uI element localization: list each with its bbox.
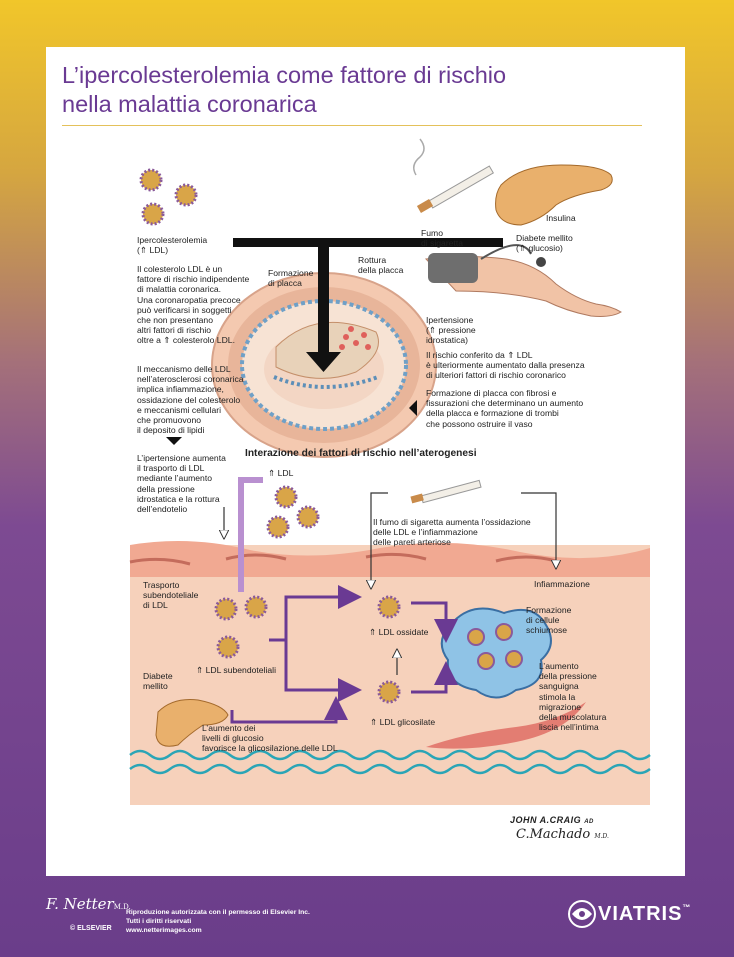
- label-ipercolesterolemia: Ipercolesterolemia (⇑ LDL): [137, 235, 208, 256]
- smoking-to-ldl-arrow: [371, 492, 388, 587]
- atherogenesis-illustration: [129, 138, 651, 805]
- down-pointer-icon: [166, 437, 182, 445]
- ldl-particles-icon: [139, 168, 198, 226]
- label-ldl-subendoteliali: ⇑ LDL subendoteliali: [196, 665, 276, 675]
- title-line-2: nella malattia coronarica: [62, 91, 317, 117]
- label-aumento-pressione: L’aumento della pressione sanguigna stim…: [539, 661, 607, 733]
- label-ldl-up: ⇑ LDL: [268, 468, 294, 478]
- label-ldl-description: Il colesterolo LDL è un fattore di risch…: [137, 264, 250, 346]
- label-cellule-schiumose: Formazione di cellule schiumose: [526, 605, 572, 636]
- label-diabete: Diabete mellito (⇑ glucosio): [516, 233, 573, 254]
- viatris-logo-icon: [568, 900, 596, 928]
- label-diabete-mellito: Diabete mellito: [143, 671, 173, 692]
- cigarette-lower-icon: [410, 479, 482, 504]
- risk-convergence-arrow: [233, 238, 503, 372]
- label-meccanismo: Il meccanismo delle LDL nell’aterosclero…: [137, 364, 244, 436]
- label-formazione-placca: Formazione di placca: [268, 268, 314, 289]
- label-aumento-glucosio: L’aumento dei livelli di glucosio favori…: [202, 723, 338, 754]
- vessel-wall-illustration: [129, 541, 651, 805]
- foam-cell-icon: [440, 607, 552, 699]
- section-heading-interazione: Interazione dei fattori di rischio nell’…: [245, 448, 477, 459]
- smoking-to-inflammation-arrow: [521, 492, 556, 567]
- artist-signature-machado: C.Machado M.D.: [516, 827, 609, 842]
- pancreas-lower-icon: [155, 699, 229, 747]
- label-trasporto: Trasporto subendoteliale di LDL: [143, 580, 199, 611]
- label-formazione-fibrosi: Formazione di placca con fibrosi e fissu…: [426, 388, 584, 429]
- label-insulina: Insulina: [546, 213, 576, 223]
- artist-signature-craig: JOHN A.CRAIG AD: [510, 815, 594, 825]
- label-fumo: Fumo di sigaretta: [421, 228, 464, 249]
- elsevier-logo: © ELSEVIER: [70, 925, 112, 932]
- page-title: L’ipercolesterolemia come fattore di ris…: [62, 61, 662, 119]
- title-line-1: L’ipercolesterolemia come fattore di ris…: [62, 62, 507, 88]
- label-ldl-glicosilate: ⇑ LDL glicosilate: [370, 717, 436, 727]
- title-divider: [62, 125, 642, 126]
- blood-pressure-cuff-icon: [424, 244, 622, 317]
- ldl-cluster-icon: [214, 485, 401, 704]
- pathway-arrows: [230, 477, 458, 724]
- pancreas-icon: [495, 164, 613, 226]
- label-ipertensione-aumenta: L’ipertensione aumenta il trasporto di L…: [137, 453, 226, 515]
- left-pointer-icon: [409, 400, 417, 416]
- label-rottura-placca: Rottura della placca: [358, 255, 404, 276]
- label-infiammazione: Infiammazione: [534, 579, 590, 589]
- netter-logo: F. NetterM.D.: [46, 895, 131, 913]
- viatris-logo-text: VIATRIS™: [598, 903, 692, 925]
- label-rischio-conferito: Il rischio conferito da ⇑ LDL è ulterior…: [426, 350, 585, 381]
- label-fumo-aumenta: Il fumo di sigaretta aumenta l’ossidazio…: [373, 517, 531, 548]
- label-ipertensione: Ipertensione (⇑ pressione idrostatica): [426, 315, 476, 346]
- poster-card: L’ipercolesterolemia come fattore di ris…: [46, 47, 685, 876]
- cigarette-icon: [413, 138, 494, 213]
- copyright-notice: Riproduzione autorizzata con il permesso…: [126, 909, 310, 934]
- label-ldl-ossidate: ⇑ LDL ossidate: [369, 627, 429, 637]
